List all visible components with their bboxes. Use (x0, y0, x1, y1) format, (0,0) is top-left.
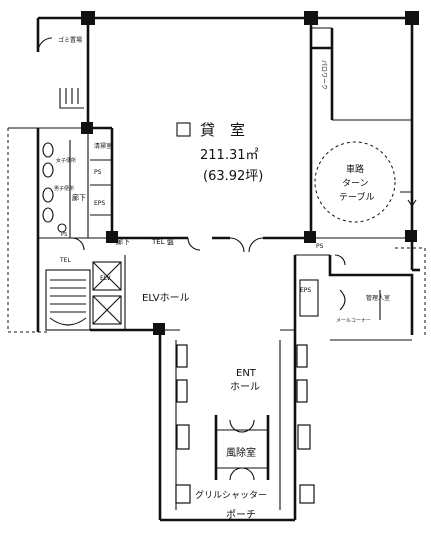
doors (37, 37, 346, 481)
label-ent-line1: ENT (236, 368, 257, 379)
label-tel-small: TEL (59, 257, 71, 264)
right-lower-rooms (299, 247, 426, 341)
label-hallway-1: 廊下 (72, 193, 86, 202)
label-ps1: PS (94, 169, 102, 176)
label-eps: EPS (94, 200, 105, 207)
label-ent-line2: ホール (230, 381, 260, 393)
label-porch: ポーチ (226, 509, 256, 521)
label-parking-room: パロワーク (320, 60, 327, 90)
label-toilet-m: 男子便所 (54, 185, 74, 192)
elv-hall-walls (90, 254, 330, 522)
entrance-columns (175, 344, 315, 504)
label-ps2: PS (61, 232, 67, 238)
stairs (45, 88, 91, 331)
label-fuujo: 風除室 (226, 446, 256, 459)
label-hallway-2: 廊下 (116, 237, 130, 246)
turntable-circle (314, 141, 396, 223)
label-eps-right: EPS (300, 287, 311, 294)
label-top-left: ゴミ置場 (58, 36, 82, 44)
label-tel: TEL 盤 (151, 237, 174, 246)
label-elv-small: ELV (100, 275, 111, 282)
label-ps-small: PS (316, 243, 324, 250)
label-toilet-f: 女子便所 (56, 157, 76, 164)
elevator-block (92, 261, 122, 325)
parking-wing-walls (311, 16, 420, 272)
label-mgmt: 管理人室 (366, 294, 390, 302)
label-elv-hall: ELVホール (142, 292, 190, 304)
left-wing-walls (7, 16, 112, 333)
turntable-line1: 車路 (346, 163, 364, 175)
toilet-fixtures (42, 142, 67, 233)
rental-room-area-sqm: 211.31㎡ (200, 148, 259, 163)
rental-room-square-icon (176, 122, 191, 137)
turntable-line3: テーブル (339, 191, 374, 203)
label-cleaning-room: 清掃室 (94, 142, 112, 150)
rental-room-label: 貸 室 (200, 121, 245, 139)
label-grill: グリルシャッター (195, 489, 267, 501)
structural-columns (81, 11, 419, 335)
rental-room-area-tsubo: (63.92坪) (203, 169, 263, 184)
turntable-arrow (400, 191, 413, 204)
turntable-line2: ターン (342, 178, 369, 189)
label-mail: メールコーナー (336, 318, 371, 324)
